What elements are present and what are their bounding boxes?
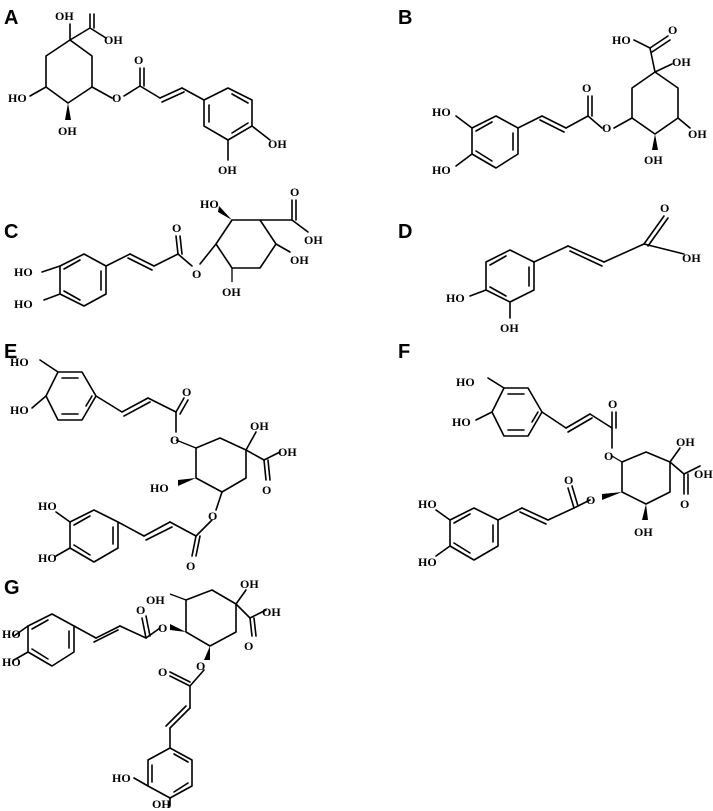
hydroxyl-label-left: HO	[14, 265, 33, 279]
oxygen-atom-label: O	[262, 483, 271, 497]
hydroxyl-label: OH	[672, 55, 691, 69]
panel-label-c: C	[4, 221, 18, 243]
hydroxyl-label: OH	[222, 285, 241, 299]
panel-label-d: D	[398, 221, 412, 243]
hydroxyl-label: OH	[268, 137, 287, 151]
hydroxyl-label: OH	[146, 593, 165, 607]
hydroxyl-label-left: HO	[38, 499, 57, 513]
hydroxyl-label-left: HO	[432, 163, 451, 177]
hydroxyl-label-left: HO	[150, 481, 169, 495]
panel-g: G	[2, 577, 281, 811]
hydroxyl-label: OH	[152, 797, 171, 811]
molecule-f: HO HO O O OH OH O OH O O HO HO	[418, 375, 713, 569]
panel-label-g: G	[4, 577, 20, 599]
oxygen-atom-label: O	[172, 221, 181, 235]
panel-b: B	[398, 7, 707, 177]
hydroxyl-label: OH	[104, 33, 123, 47]
panel-label-a: A	[4, 7, 18, 29]
hydroxyl-label: OH	[250, 419, 269, 433]
hydroxyl-label-left: HO	[612, 33, 631, 47]
panel-label-e: E	[4, 341, 17, 363]
hydroxyl-label: OH	[682, 251, 701, 265]
molecule-e: HO HO O O OH OH O HO O O HO HO	[10, 355, 297, 573]
hydroxyl-label: OH	[278, 445, 297, 459]
hydroxyl-label: OH	[500, 321, 519, 335]
panel-label-f: F	[398, 341, 410, 363]
hydroxyl-label-left: HO	[10, 403, 29, 417]
oxygen-atom-label: O	[244, 639, 253, 653]
oxygen-atom-label: O	[660, 201, 669, 215]
oxygen-atom-label: O	[170, 433, 179, 447]
hydroxyl-label: OH	[676, 435, 695, 449]
oxygen-atom-label: O	[602, 121, 611, 135]
oxygen-atom-label: O	[112, 91, 121, 105]
molecule-b: HO O OH OH OH O O HO HO	[432, 23, 707, 177]
hydroxyl-label-left: HO	[452, 415, 471, 429]
oxygen-atom-label: O	[208, 509, 217, 523]
oxygen-atom-label: O	[182, 385, 191, 399]
hydroxyl-label-left: HO	[8, 91, 27, 105]
oxygen-atom-label: O	[158, 665, 167, 679]
oxygen-atom-label: O	[668, 23, 677, 37]
hydroxyl-label: OH	[634, 525, 653, 539]
oxygen-atom-label: O	[134, 53, 143, 67]
hydroxyl-label: OH	[644, 153, 663, 167]
hydroxyl-label: OH	[304, 233, 323, 247]
hydroxyl-label-left: HO	[2, 655, 21, 669]
oxygen-atom-label: O	[196, 659, 205, 673]
panel-f: F	[398, 341, 713, 569]
hydroxyl-label-left: HO	[14, 297, 33, 311]
oxygen-atom-label: O	[564, 473, 573, 487]
hydroxyl-label: OH	[290, 253, 309, 267]
oxygen-atom-label: O	[192, 267, 201, 281]
oxygen-atom-label: O	[604, 449, 613, 463]
hydroxyl-label-left: HO	[2, 627, 21, 641]
hydroxyl-label-left: HO	[112, 771, 131, 785]
hydroxyl-label-left: HO	[418, 555, 437, 569]
hydroxyl-label-left: HO	[446, 291, 465, 305]
oxygen-atom-label: O	[290, 185, 299, 199]
hydroxyl-label: OH	[262, 605, 281, 619]
hydroxyl-label-left: HO	[432, 105, 451, 119]
molecule-g: OH OH OH O O O O O HO HO HO OH	[2, 577, 281, 811]
molecule-d: O OH HO OH	[446, 201, 701, 335]
oxygen-atom-label: O	[582, 81, 591, 95]
molecule-a: OH OH HO OH O O OH OH	[8, 9, 287, 177]
hydroxyl-label-left: HO	[38, 551, 57, 565]
molecule-c: HO O OH OH OH O O HO HO	[14, 185, 323, 311]
oxygen-atom-label: O	[586, 493, 595, 507]
oxygen-atom-label: O	[608, 397, 617, 411]
panel-e: E	[4, 341, 297, 573]
oxygen-atom-label: O	[186, 559, 195, 573]
hydroxyl-label-left: HO	[456, 375, 475, 389]
hydroxyl-label: OH	[55, 9, 74, 23]
hydroxyl-label-left: HO	[418, 497, 437, 511]
hydroxyl-label: OH	[240, 577, 259, 591]
panel-d: D O OH HO OH	[398, 201, 701, 335]
panel-c: C HO O	[4, 185, 323, 311]
oxygen-atom-label: O	[136, 603, 145, 617]
hydroxyl-label: OH	[58, 124, 77, 138]
hydroxyl-label: OH	[218, 163, 237, 177]
hydroxyl-label-left: HO	[10, 355, 29, 369]
panel-label-b: B	[398, 7, 412, 29]
hydroxyl-label: OH	[694, 467, 713, 481]
oxygen-atom-label: O	[158, 621, 167, 635]
hydroxyl-label: OH	[688, 127, 707, 141]
panel-a: A	[4, 7, 287, 177]
hydroxyl-label-left: HO	[200, 197, 219, 211]
oxygen-atom-label: O	[680, 497, 689, 511]
